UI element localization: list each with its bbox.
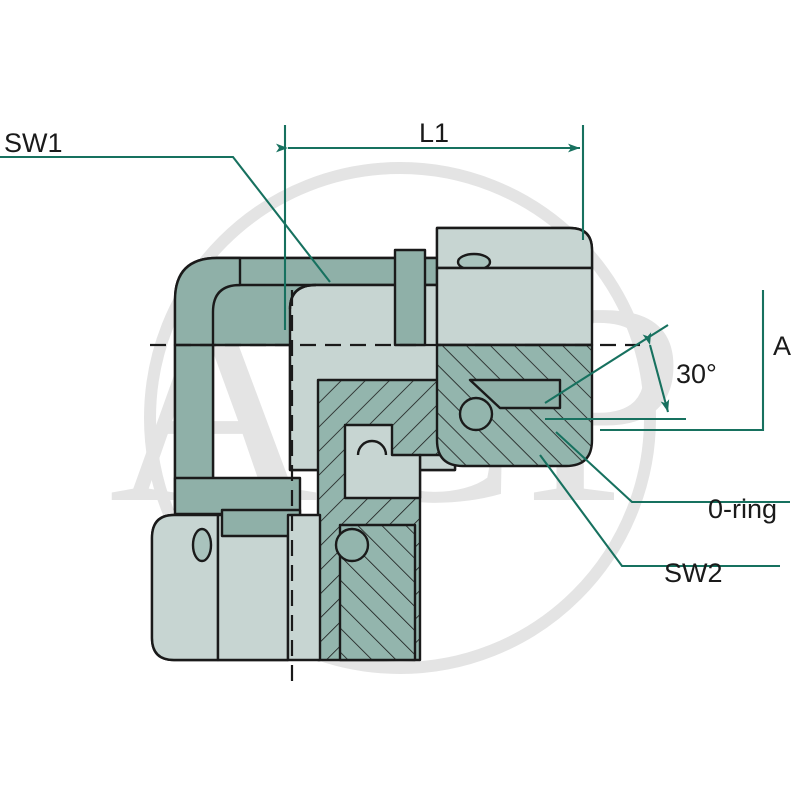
centerlines bbox=[150, 290, 640, 690]
a-bracket bbox=[600, 290, 765, 432]
sw1-leader bbox=[0, 155, 331, 283]
label-sw1: SW1 bbox=[4, 128, 63, 158]
bottom-nut-collar bbox=[173, 476, 302, 516]
oring-circle-right bbox=[458, 396, 494, 432]
label-a: A bbox=[773, 331, 791, 361]
oring-circle-bottom bbox=[334, 527, 370, 563]
stem-flange-collar bbox=[393, 248, 427, 347]
bottom-stem-bore-light bbox=[286, 513, 322, 662]
oring-leader bbox=[555, 431, 790, 504]
annotation-layer bbox=[0, 125, 790, 568]
label-l1: L1 bbox=[419, 118, 449, 148]
bottom-nut-dimple bbox=[191, 527, 213, 563]
section-notch-bump bbox=[356, 439, 388, 456]
right-hex-nut-shoulder bbox=[435, 266, 594, 347]
label-angle-30deg: 30° bbox=[676, 359, 717, 389]
right-nut-cone-seat bbox=[468, 378, 562, 410]
elbow-bore-left-wall bbox=[288, 283, 317, 310]
sw2-leader bbox=[539, 454, 780, 568]
label-sw2: SW2 bbox=[664, 558, 723, 588]
text-labels: SW1 L1 30° A 0-ring SW2 bbox=[4, 118, 791, 588]
label-oring: 0-ring bbox=[708, 494, 777, 524]
fitting-body bbox=[150, 226, 594, 662]
angle-double-arrow bbox=[642, 332, 670, 413]
